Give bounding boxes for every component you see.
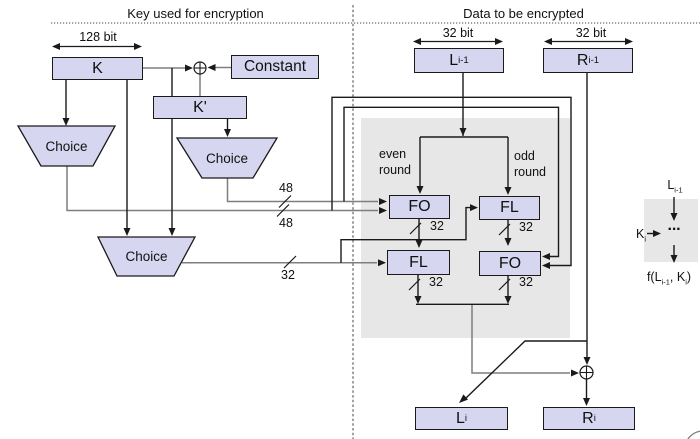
width-span-arrows <box>58 40 627 48</box>
left-word-width-label: 32 bit <box>442 26 474 40</box>
constant-box: Constant <box>231 55 319 79</box>
fl-bottom-out-width: 32 <box>429 275 443 289</box>
xor-round-icon <box>579 365 594 380</box>
bus-slash-marks <box>276 195 511 291</box>
legend-output-p2: , K <box>669 270 686 284</box>
fo-bottom-out-width: 32 <box>519 275 533 289</box>
legend-key-main: K <box>635 227 645 241</box>
fo-top-box: FO <box>389 195 450 219</box>
l-prev-main: L <box>449 51 459 69</box>
key-kprime-box: K' <box>153 96 247 119</box>
even-round-line1: even <box>379 147 407 161</box>
choice-trapezoids <box>16 125 279 277</box>
legend-input-label: Li-1 <box>653 178 697 195</box>
arrowheads <box>62 64 678 406</box>
r-prev-main: R <box>576 51 589 69</box>
even-round-label: even round <box>379 147 423 178</box>
legend-output-s2: i <box>685 277 687 287</box>
legend-output-p3: ) <box>686 270 692 284</box>
legend-output-p1: f(L <box>646 270 662 284</box>
legend-input-main: L <box>667 178 675 192</box>
fo-bottom-box: FO <box>479 251 541 276</box>
fl-bottom-box: FL <box>387 250 450 275</box>
corner-logo-arc <box>687 430 700 439</box>
xor-key-icon <box>193 61 207 75</box>
bus-32-label: 32 <box>281 268 295 282</box>
bus-48-upper-label: 48 <box>279 181 293 195</box>
r-next-main: R <box>582 409 594 427</box>
section-title-data: Data to be encrypted <box>463 6 584 21</box>
key-k-box: K <box>52 57 143 80</box>
choice-top-label: Choice <box>45 138 88 154</box>
fl-top-box: FL <box>479 196 540 220</box>
odd-round-line2: round <box>514 164 546 179</box>
fo-top-out-width: 32 <box>430 219 444 233</box>
l-next-main: L <box>455 409 465 427</box>
choice-bottom-label: Choice <box>125 249 168 264</box>
legend-output-s1: i-1 <box>661 277 670 287</box>
bus-48-lower-label: 48 <box>279 216 293 230</box>
width-span-arrowheads <box>52 38 633 50</box>
odd-round-line1: odd <box>514 149 535 163</box>
legend-output-label: f(Li-1, Ki) <box>637 270 700 287</box>
choice-mid-label: Choice <box>205 150 249 166</box>
black-wires <box>65 68 675 399</box>
even-round-line2: round <box>379 162 411 177</box>
legend-dots: ··· <box>667 221 682 238</box>
key-width-label: 128 bit <box>79 30 117 44</box>
fl-top-out-width: 32 <box>519 220 533 234</box>
section-title-key: Key used for encryption <box>127 6 264 21</box>
right-word-width-label: 32 bit <box>575 26 607 40</box>
legend-input-sub: i-1 <box>674 185 683 195</box>
legend-key-label: Ki <box>624 227 646 244</box>
gray-bus-wires <box>66 66 570 374</box>
legend-key-sub: i <box>644 234 646 244</box>
odd-round-label: odd round <box>514 149 558 180</box>
